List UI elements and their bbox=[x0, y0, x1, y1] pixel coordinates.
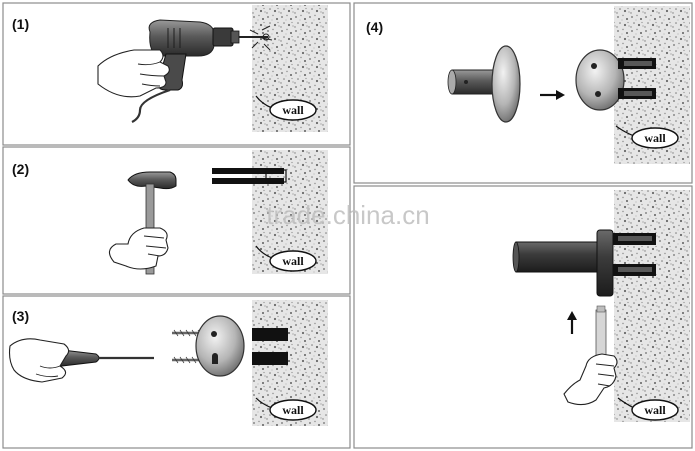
wall-callout-2 bbox=[255, 245, 317, 272]
wall-plate-icon bbox=[575, 49, 625, 111]
step-1-label: (1) bbox=[12, 16, 29, 32]
dust-icon bbox=[249, 25, 273, 51]
step-2-label: (2) bbox=[12, 161, 29, 177]
wall-label-2: wall bbox=[282, 254, 304, 268]
wall-label-1: wall bbox=[282, 103, 304, 117]
wall-plug-icon bbox=[252, 328, 288, 365]
wall-plate-icon bbox=[195, 315, 245, 377]
wall-label-4: wall bbox=[644, 131, 666, 145]
drill-icon bbox=[97, 19, 268, 123]
wall-plug-icon bbox=[618, 58, 656, 99]
wall-callout-4 bbox=[615, 125, 679, 149]
step-4-label: (4) bbox=[366, 19, 383, 35]
wall-texture bbox=[614, 190, 690, 422]
wall-label-3: wall bbox=[282, 403, 304, 417]
watermark: trade.china.cn bbox=[266, 200, 429, 230]
rod-icon bbox=[447, 45, 521, 123]
wall-callout-1 bbox=[255, 95, 317, 121]
wall-callout-3 bbox=[255, 397, 317, 421]
arrow-up-icon bbox=[567, 311, 577, 334]
wall-plug-icon bbox=[212, 168, 287, 184]
hand-icon bbox=[8, 338, 70, 383]
rod-icon bbox=[512, 229, 614, 297]
wall-label-5: wall bbox=[644, 403, 666, 417]
wall-plug-icon bbox=[612, 233, 656, 276]
hand-icon bbox=[108, 227, 169, 270]
hand-icon bbox=[563, 353, 618, 406]
arrow-right-icon bbox=[540, 90, 565, 100]
step-3-label: (3) bbox=[12, 308, 29, 324]
wall-callout-5 bbox=[617, 397, 679, 421]
